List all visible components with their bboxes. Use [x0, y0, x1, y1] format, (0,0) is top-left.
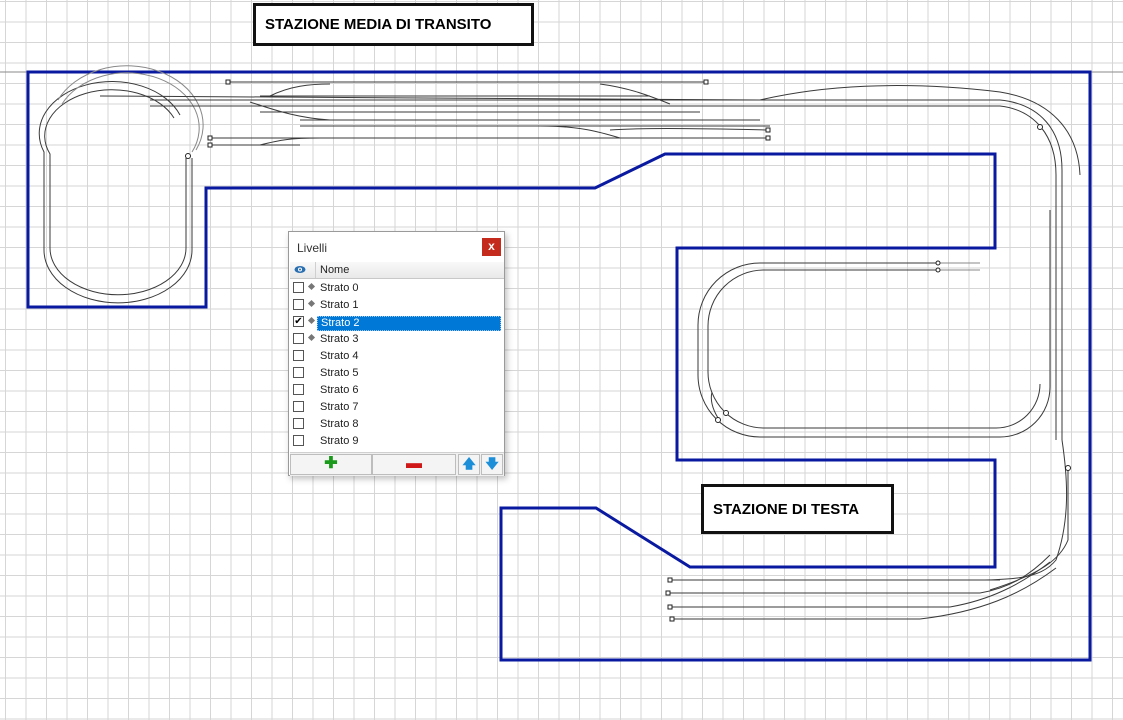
layer-row[interactable]: Strato 7: [290, 399, 505, 416]
layer-visibility-checkbox[interactable]: [293, 435, 304, 446]
layer-name[interactable]: Strato 8: [320, 418, 359, 430]
layers-list: Strato 0 Strato 1 ✔ Strato 2 Strato 3 Strato …: [290, 280, 505, 450]
layer-content-marker-icon: [307, 282, 316, 291]
transit-station-tracks: [210, 81, 771, 146]
layer-content-marker-icon: [307, 299, 316, 308]
visibility-eye-icon[interactable]: [294, 264, 306, 275]
arrow-up-icon: 🡅: [462, 456, 476, 471]
layers-panel-titlebar[interactable]: Livelli x: [289, 232, 504, 262]
layer-row[interactable]: Strato 9: [290, 433, 505, 450]
terminal-station-tracks: [668, 554, 1057, 620]
layer-name[interactable]: Strato 0: [320, 282, 359, 294]
layer-content-marker-icon: [307, 333, 316, 342]
layer-visibility-checkbox[interactable]: [293, 418, 304, 429]
column-header-name[interactable]: Nome: [320, 264, 350, 276]
layer-visibility-checkbox[interactable]: [293, 333, 304, 344]
add-layer-button[interactable]: ✚: [290, 454, 372, 475]
close-button[interactable]: x: [482, 238, 501, 256]
layer-name[interactable]: Strato 3: [320, 333, 359, 345]
layers-panel-title: Livelli: [297, 241, 328, 255]
track-buffers: [185, 79, 1071, 622]
layer-visibility-checkbox[interactable]: [293, 282, 304, 293]
layer-row[interactable]: Strato 6: [290, 382, 505, 399]
close-icon: x: [488, 239, 495, 253]
layer-content-marker-icon: [307, 316, 316, 325]
layer-row[interactable]: ✔ Strato 2: [290, 314, 505, 331]
layer-visibility-checkbox[interactable]: [293, 350, 304, 361]
layer-name[interactable]: Strato 9: [320, 435, 359, 447]
layer-visibility-checkbox[interactable]: [293, 367, 304, 378]
layer-visibility-checkbox[interactable]: [293, 384, 304, 395]
layer-name[interactable]: Strato 4: [320, 350, 359, 362]
plus-icon: ✚: [324, 455, 338, 472]
transit-station-label: STAZIONE MEDIA DI TRANSITO: [253, 3, 534, 46]
layer-row[interactable]: Strato 8: [290, 416, 505, 433]
layer-name[interactable]: Strato 5: [320, 367, 359, 379]
inner-loop-track: [697, 210, 1051, 438]
remove-layer-button[interactable]: ▬: [372, 454, 456, 475]
move-layer-down-button[interactable]: 🡇: [481, 454, 503, 475]
layers-toolbar: ✚ ▬ 🡅 🡇: [290, 452, 504, 476]
arrow-down-icon: 🡇: [485, 456, 499, 471]
layers-panel[interactable]: Livelli x Nome Strato 0 Strato 1 ✔ Strato 2…: [288, 231, 505, 476]
layer-row[interactable]: Strato 3: [290, 331, 505, 348]
layer-visibility-checkbox[interactable]: ✔: [293, 316, 304, 327]
baseboard-outline-upper: [26, 70, 1092, 662]
layer-name[interactable]: Strato 1: [320, 299, 359, 311]
layer-name[interactable]: Strato 7: [320, 401, 359, 413]
layer-name[interactable]: Strato 6: [320, 384, 359, 396]
layer-visibility-checkbox[interactable]: [293, 299, 304, 310]
layer-row[interactable]: Strato 4: [290, 348, 505, 365]
layer-row[interactable]: Strato 5: [290, 365, 505, 382]
main-line-top: [99, 85, 1081, 591]
header-separator: [315, 262, 316, 278]
left-oval-track: [38, 65, 204, 304]
layer-visibility-checkbox[interactable]: [293, 401, 304, 412]
terminal-station-label: STAZIONE DI TESTA: [701, 484, 894, 534]
layers-list-header: Nome: [290, 262, 504, 279]
minus-icon: ▬: [406, 455, 422, 472]
layer-row[interactable]: Strato 1: [290, 297, 505, 314]
move-layer-up-button[interactable]: 🡅: [458, 454, 480, 475]
layer-name[interactable]: Strato 2: [317, 316, 501, 331]
layer-row[interactable]: Strato 0: [290, 280, 505, 297]
